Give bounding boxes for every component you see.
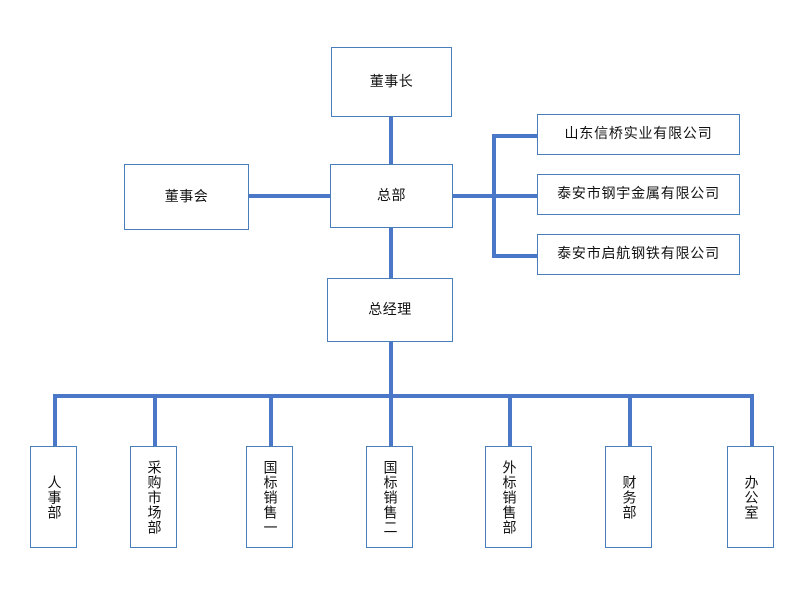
node-subsidiary-1-label: 山东信桥实业有限公司	[564, 126, 713, 143]
node-chairman-label: 董事长	[369, 73, 414, 90]
connector-department-drop-2	[153, 394, 157, 446]
node-department-6[interactable]: 财务部	[605, 446, 652, 548]
node-board-of-directors-label: 董事会	[164, 188, 209, 205]
node-department-7-label: 办公室	[742, 474, 759, 520]
node-department-1[interactable]: 人事部	[30, 446, 77, 548]
node-general-manager-label: 总经理	[368, 301, 412, 318]
node-subsidiary-1[interactable]: 山东信桥实业有限公司	[537, 114, 740, 155]
node-department-4[interactable]: 国标销售二	[366, 446, 413, 548]
connector-general-manager-to-department-bus	[389, 341, 393, 398]
node-general-manager[interactable]: 总经理	[327, 278, 453, 342]
node-department-4-label: 国标销售二	[381, 459, 398, 535]
connector-department-drop-4	[389, 394, 393, 446]
node-headquarters[interactable]: 总部	[330, 164, 453, 228]
node-subsidiary-3-label: 泰安市启航钢铁有限公司	[557, 246, 720, 263]
connector-chairman-to-headquarters	[389, 116, 393, 166]
connector-department-drop-3	[269, 394, 273, 446]
connector-subsidiary-1	[492, 134, 538, 138]
node-subsidiary-3[interactable]: 泰安市启航钢铁有限公司	[537, 234, 740, 275]
node-department-2[interactable]: 采购市场部	[130, 446, 177, 548]
connector-headquarters-to-subsidiary-bus	[451, 194, 496, 198]
connector-headquarters-to-general-manager	[389, 227, 393, 280]
connector-subsidiary-3	[492, 254, 538, 258]
node-department-5[interactable]: 外标销售部	[485, 446, 532, 548]
node-board-of-directors[interactable]: 董事会	[124, 164, 249, 230]
node-department-6-label: 财务部	[620, 474, 637, 520]
connector-department-drop-1	[53, 394, 57, 446]
node-chairman[interactable]: 董事长	[331, 47, 452, 117]
node-department-1-label: 人事部	[45, 474, 62, 520]
connector-department-drop-5	[508, 394, 512, 446]
node-department-2-label: 采购市场部	[145, 459, 162, 535]
connector-subsidiary-2	[492, 194, 538, 198]
connector-department-drop-7	[750, 394, 754, 446]
connector-board-to-headquarters	[248, 194, 332, 198]
connector-department-drop-6	[628, 394, 632, 446]
node-department-5-label: 外标销售部	[500, 459, 517, 535]
node-subsidiary-2[interactable]: 泰安市钢宇金属有限公司	[537, 174, 740, 215]
node-department-7[interactable]: 办公室	[727, 446, 774, 548]
node-subsidiary-2-label: 泰安市钢宇金属有限公司	[557, 186, 720, 203]
connector-department-bus	[53, 394, 754, 398]
node-department-3-label: 国标销售一	[261, 459, 278, 535]
node-headquarters-label: 总部	[377, 187, 406, 204]
node-department-3[interactable]: 国标销售一	[246, 446, 293, 548]
